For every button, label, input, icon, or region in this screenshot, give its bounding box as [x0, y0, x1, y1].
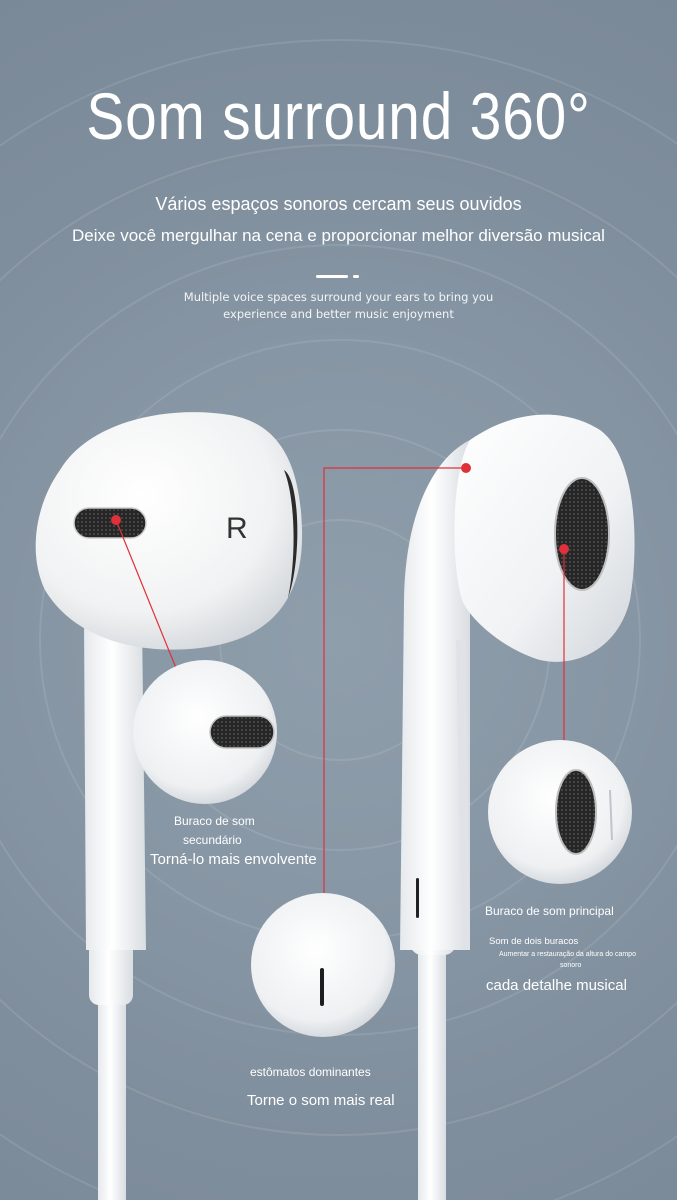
dominant-vent-title: estômatos dominantes	[250, 1065, 371, 1079]
callout-lines	[115, 467, 565, 895]
dominant-vent-caption: Torne o som mais real	[247, 1092, 395, 1109]
divider-bar	[316, 275, 348, 278]
subtitle-line-2: Deixe você mergulhar na cena e proporcio…	[72, 226, 605, 245]
main-hole-title: Buraco de som principal	[485, 904, 614, 918]
page-title: Som surround 360°	[86, 79, 591, 153]
subtitle-line-1: Vários espaços sonoros cercam seus ouvid…	[155, 194, 522, 214]
earbud-side-letter: R	[226, 512, 248, 545]
zoom-circle-main	[488, 740, 632, 884]
divider-dot	[353, 275, 359, 278]
main-hole-line-2: Som de dois buracos	[489, 936, 579, 947]
zoom-circle-secondary	[133, 660, 277, 804]
main-hole-line-4: sonoro	[560, 962, 582, 969]
english-line-1: Multiple voice spaces surround your ears…	[183, 290, 494, 304]
main-hole-caption: cada detalhe musical	[486, 977, 627, 994]
zoom-circle-dominant	[251, 893, 395, 1037]
left-earbud	[35, 412, 303, 1200]
secondary-hole-title-2: secundário	[183, 833, 242, 847]
english-line-2: experience and better music enjoyment	[223, 307, 454, 321]
callout-dots	[111, 463, 569, 554]
secondary-hole-title-1: Buraco de som	[174, 814, 255, 828]
secondary-hole-caption: Torná-lo mais envolvente	[150, 851, 317, 868]
main-hole-line-3: Aumentar a restauração da altura do camp…	[499, 951, 636, 958]
right-earbud	[400, 414, 635, 1200]
